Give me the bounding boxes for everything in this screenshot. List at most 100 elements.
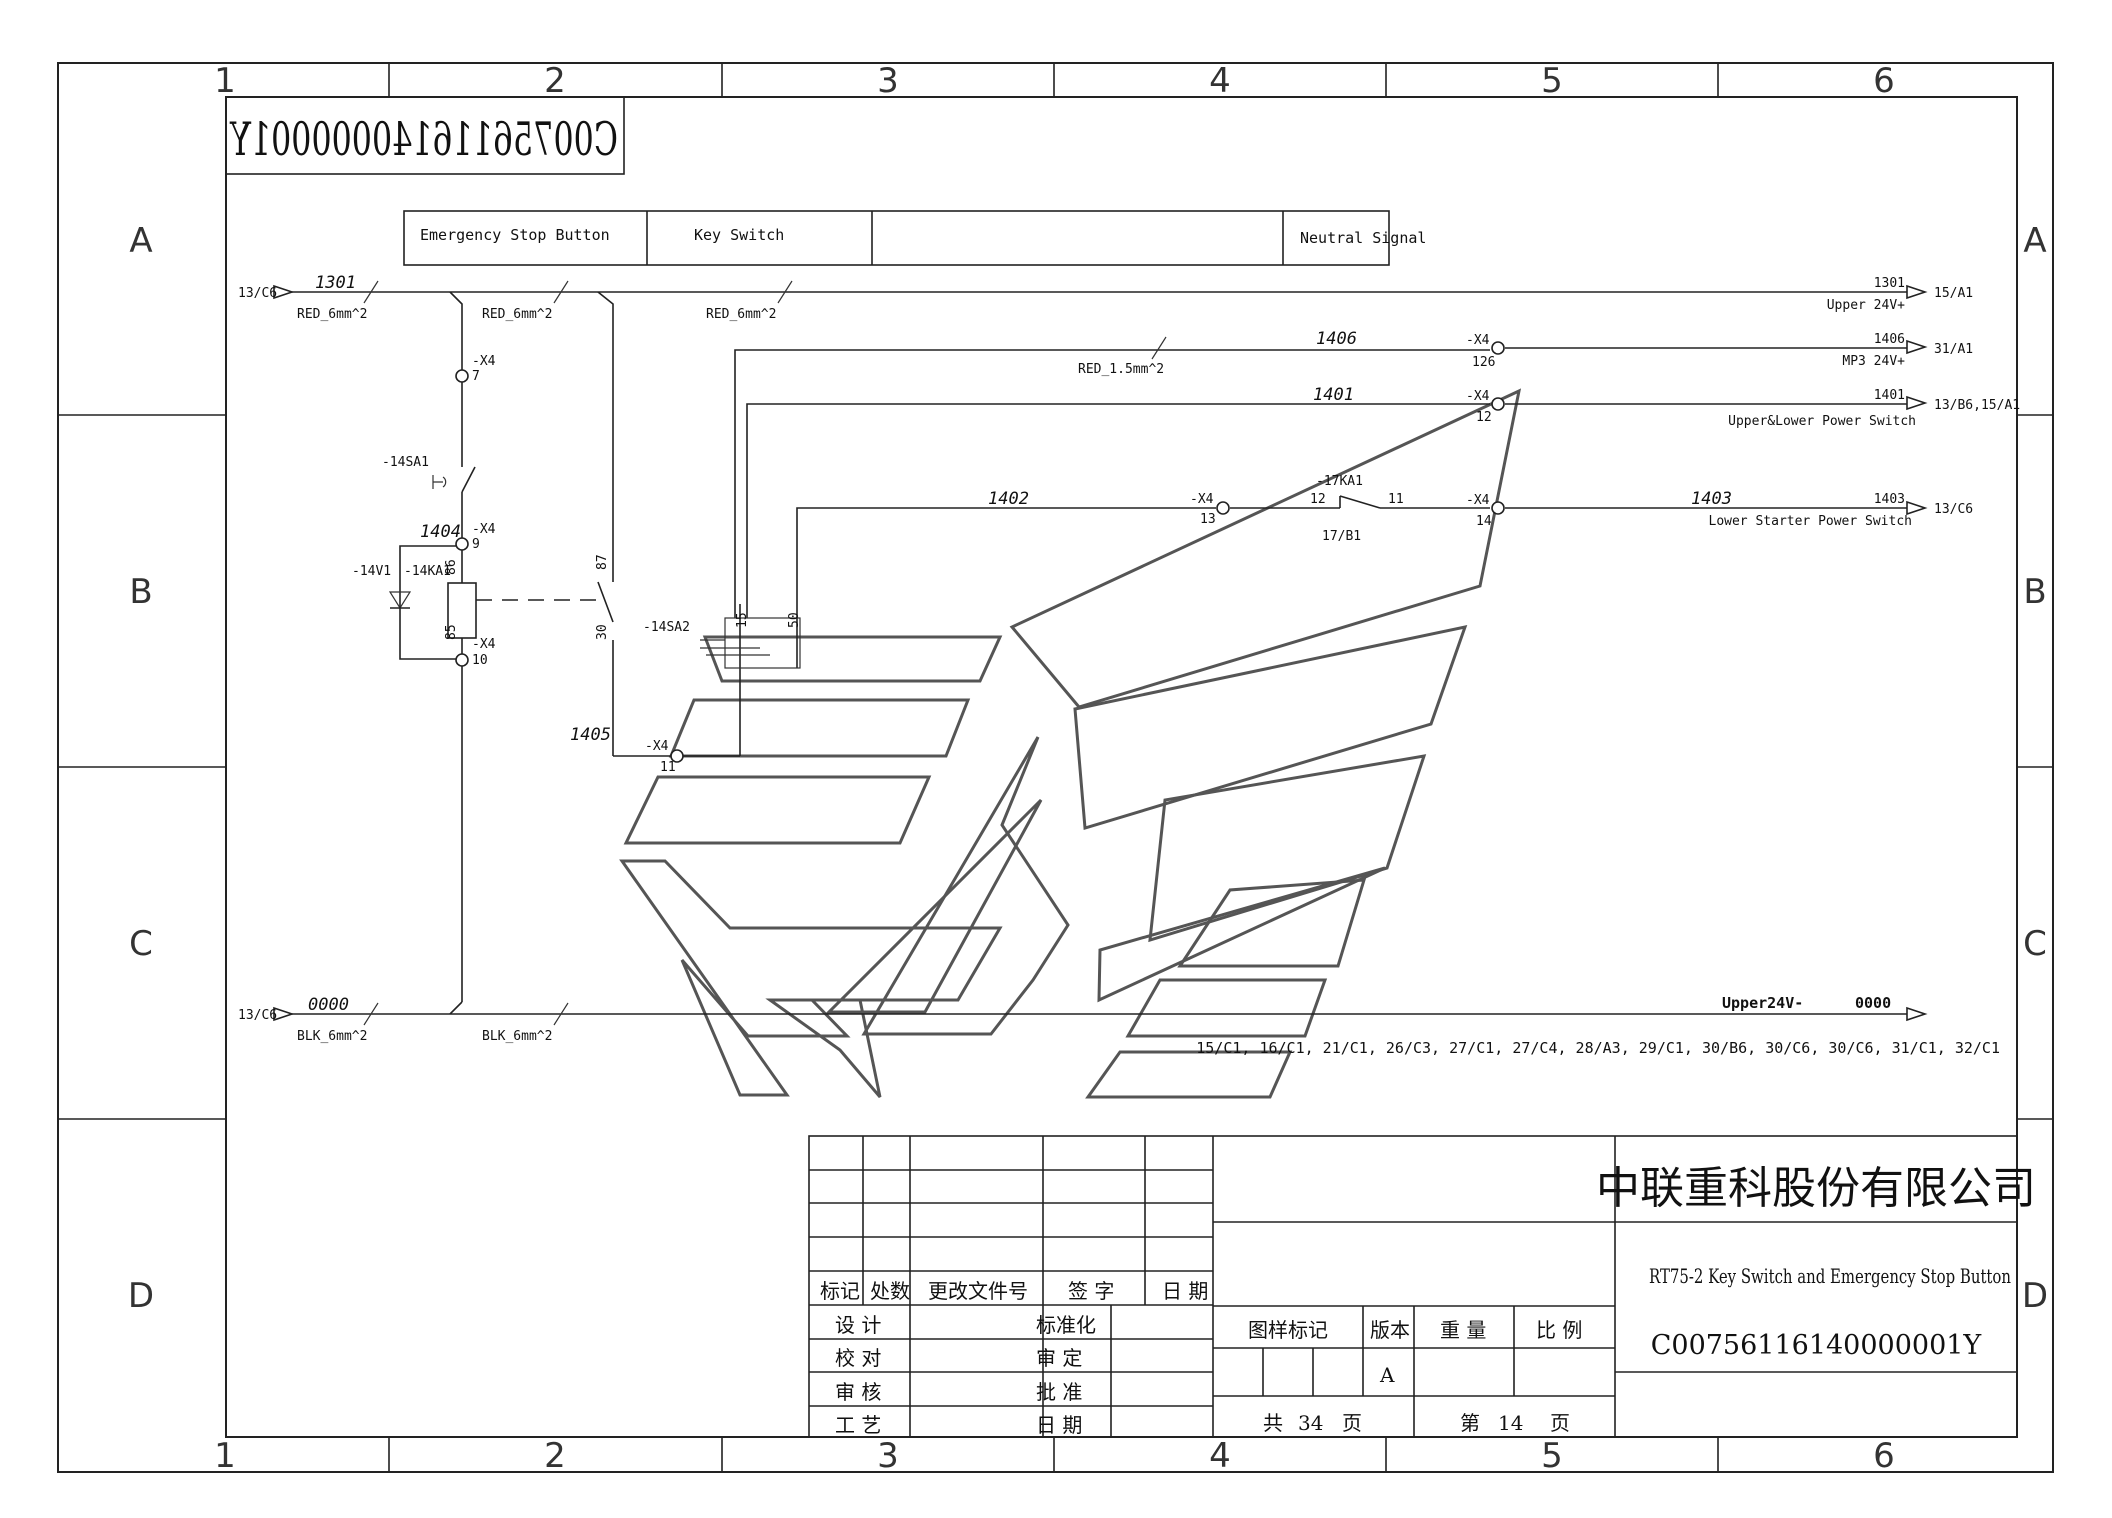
- zone-row-a-left: A: [129, 221, 152, 261]
- title-block: 标记 处数 更改文件号 签 字 日 期 设 计 校 对 审 核 工 艺 标准化 …: [808, 1135, 2036, 1438]
- tb-date: 日 期: [1036, 1413, 1082, 1437]
- header-emergency-stop: Emergency Stop Button: [420, 226, 610, 244]
- label-ka1-17: -17KA1: [1316, 474, 1363, 489]
- zone-row-d-left: D: [128, 1276, 154, 1316]
- signal-upper24: Upper 24V+: [1827, 298, 1905, 313]
- label-pin-15: 15: [735, 612, 750, 628]
- zone-row-b-right: B: [2023, 572, 2046, 612]
- signal-1301: 1301: [1874, 276, 1905, 291]
- zone-labels: 1 2 3 4 5 6 1 2 3 4 5 6 A B C D A B C D: [128, 61, 2048, 1476]
- signal-1401: 1401: [1874, 388, 1905, 403]
- tb-mark-label: 图样标记: [1248, 1318, 1328, 1342]
- tb-scale-label: 比 例: [1536, 1318, 1582, 1342]
- signal-upper24-neg: Upper24V-: [1722, 994, 1803, 1012]
- zone-row-d-right: D: [2022, 1276, 2048, 1316]
- signal-1406: 1406: [1874, 332, 1905, 347]
- zone-col-1-bottom: 1: [214, 1436, 236, 1476]
- tb-total-label: 共: [1263, 1411, 1283, 1435]
- terminal-x4-14: [1491, 501, 1505, 515]
- zone-row-c-right: C: [2023, 924, 2047, 964]
- label-pin-50: 50: [787, 612, 802, 628]
- zone-col-5-bottom: 5: [1541, 1436, 1563, 1476]
- wire-spec-blk6-b: BLK_6mm^2: [482, 1029, 552, 1044]
- ref-in-1301: 13/C6: [238, 286, 277, 301]
- signal-mp324: MP3 24V+: [1842, 354, 1905, 369]
- wire-spec-red6-c: RED_6mm^2: [706, 307, 776, 322]
- signal-lower-starter: Lower Starter Power Switch: [1709, 514, 1913, 529]
- label-ka1-pin-12: 12: [1310, 492, 1326, 507]
- tb-page-label2: 页: [1550, 1411, 1570, 1435]
- wire-1403: 1403: [1691, 489, 1732, 509]
- label-x4-12: -X4: [1466, 389, 1490, 404]
- mirrored-number-text: C00756116140000001Y: [230, 112, 618, 166]
- signal-upper-lower: Upper&Lower Power Switch: [1728, 414, 1916, 429]
- tb-company: 中联重科股份有限公司: [1596, 1163, 2036, 1214]
- tb-docno-header: 更改文件号: [928, 1279, 1028, 1303]
- label-pin-9: 9: [472, 537, 480, 552]
- zone-col-2-bottom: 2: [544, 1436, 566, 1476]
- label-x4-14: -X4: [1466, 493, 1490, 508]
- zone-col-1-top: 1: [214, 61, 236, 101]
- wire-1406: 1406: [1316, 329, 1357, 349]
- tb-check: 校 对: [835, 1346, 881, 1370]
- zone-col-4-top: 4: [1209, 61, 1231, 101]
- tb-title: RT75-2 Key Switch and Emergency Stop But…: [1649, 1264, 2011, 1288]
- cross-references: 13/C6 13/C6 15/A1 31/A1 13/B6,15/A1 13/C…: [238, 286, 2020, 1023]
- ref-out-1403: 13/C6: [1934, 502, 1973, 517]
- wire-labels: 1301 0000 1406 1401 1402 1403 1404 1405 …: [297, 273, 1732, 1044]
- tb-drawing-no: C00756116140000001Y: [1651, 1330, 1983, 1361]
- zone-col-3-top: 3: [877, 61, 899, 101]
- tb-page-label: 页: [1342, 1411, 1362, 1435]
- tb-sign-header: 签 字: [1068, 1279, 1114, 1303]
- wire-1404: 1404: [420, 522, 461, 542]
- zone-col-6-bottom: 6: [1873, 1436, 1895, 1476]
- signal-crossrefs: 15/C1, 16/C1, 21/C1, 26/C3, 27/C1, 27/C4…: [1196, 1039, 2000, 1057]
- wire-1401: 1401: [1313, 385, 1354, 405]
- wire-spec-red15: RED_1.5mm^2: [1078, 362, 1164, 377]
- ref-out-1301: 15/A1: [1934, 286, 1973, 301]
- tb-weight-label: 重 量: [1440, 1318, 1486, 1342]
- wire-spec-red6-a: RED_6mm^2: [297, 307, 367, 322]
- label-pin-86: 86: [444, 559, 459, 575]
- signal-0000: 0000: [1855, 994, 1891, 1012]
- terminal-x4-12: [1491, 397, 1505, 411]
- ref-out-1401: 13/B6,15/A1: [1934, 398, 2020, 413]
- label-pin-126: 126: [1472, 355, 1495, 370]
- header-key-switch: Key Switch: [694, 226, 784, 244]
- signal-labels: 1301 Upper 24V+ 1406 MP3 24V+ 1401 Upper…: [1196, 276, 2000, 1057]
- label-pin-87: 87: [595, 554, 610, 570]
- tb-approve-def: 审 定: [1036, 1346, 1082, 1370]
- wire-spec-red6-b: RED_6mm^2: [482, 307, 552, 322]
- wire-1402: 1402: [988, 489, 1029, 509]
- label-x4-13: -X4: [1190, 492, 1214, 507]
- zone-col-2-top: 2: [544, 61, 566, 101]
- terminals: [455, 341, 1505, 763]
- zone-row-c-left: C: [129, 924, 153, 964]
- wire-0000: 0000: [308, 995, 349, 1015]
- terminal-x4-10: [455, 653, 469, 667]
- zone-col-4-bottom: 4: [1209, 1436, 1231, 1476]
- tb-mark-header: 标记: [820, 1279, 860, 1303]
- label-x4-126: -X4: [1466, 333, 1490, 348]
- tb-process: 工 艺: [835, 1413, 881, 1437]
- wire-spec-blk6-a: BLK_6mm^2: [297, 1029, 367, 1044]
- component-labels: -X4 7 -14SA1 -X4 9 -14V1 -14KA1 86 85 -X…: [352, 333, 1495, 775]
- tb-design: 设 计: [835, 1313, 881, 1337]
- function-header: Emergency Stop Button Key Switch Neutral…: [403, 210, 1426, 266]
- header-neutral-signal: Neutral Signal: [1300, 229, 1426, 247]
- company-logo-watermark: [619, 388, 1522, 1099]
- wire-1405: 1405: [570, 725, 611, 745]
- wire-1301: 1301: [315, 273, 356, 293]
- label-x4-7: -X4: [472, 354, 496, 369]
- tb-total-pages: 34: [1298, 1411, 1323, 1435]
- label-pin-7: 7: [472, 369, 480, 384]
- terminal-x4-126: [1491, 341, 1505, 355]
- label-pin-30: 30: [595, 624, 610, 640]
- tb-version: A: [1379, 1363, 1395, 1387]
- tb-count-header: 处数: [870, 1279, 910, 1303]
- ref-in-0000: 13/C6: [238, 1008, 277, 1023]
- tb-approve: 批 准: [1036, 1380, 1082, 1404]
- label-x4-11: -X4: [645, 739, 669, 754]
- label-v1: -14V1: [352, 564, 391, 579]
